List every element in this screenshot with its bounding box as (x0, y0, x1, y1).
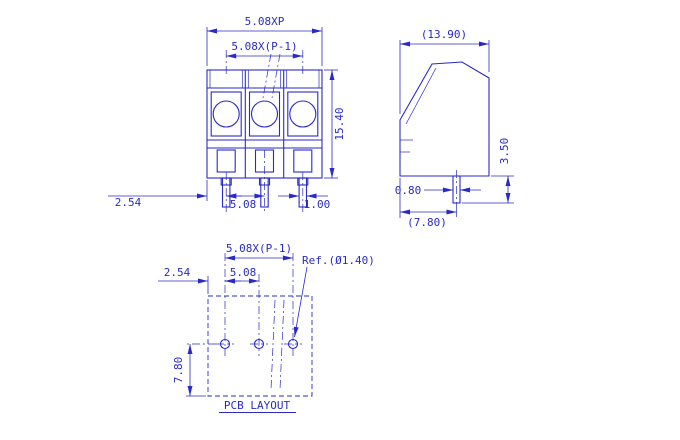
dimension-pin-length: 3.50 (462, 138, 514, 204)
dim-label-pin-pitch: 5.08 (230, 198, 257, 211)
dimension-overall-depth: (13.90) (399, 28, 490, 114)
dimension-hole-pitch-total: 5.08X(P-1) (225, 242, 293, 261)
pcb-layout-caption: PCB LAYOUT (219, 399, 296, 414)
dimension-pole-pitch: 5.08X(P-1) (225, 40, 304, 75)
dim-label-hole-pitch: 5.08 (230, 266, 257, 279)
dim-label-pole-pitch: 5.08X(P-1) (231, 40, 297, 53)
break-line (279, 299, 285, 391)
terminal-block-profile (399, 61, 490, 177)
dimension-pin-width: 1.00 (278, 193, 331, 211)
break-line (270, 299, 276, 391)
solder-pin-side (452, 170, 461, 209)
dim-label-overall-depth: (13.90) (421, 28, 467, 41)
wire-entry-pole-3 (293, 149, 313, 173)
screw-pole-2 (248, 91, 281, 137)
pcb-layout-view: 5.08X(P-1) 2.54 5.08 Ref.(Ø1.40) 7.80 P (158, 242, 375, 414)
front-view: 5.08XP 5.08X(P-1) 15.40 2.54 5.08 (108, 15, 346, 213)
screw-pole-3 (287, 91, 319, 137)
wire-entry-pole-1 (216, 149, 236, 173)
dimension-hole-pitch: 5.08 (225, 266, 259, 284)
dim-label-pin-offset: (7.80) (407, 216, 447, 229)
dimension-height: 15.40 (324, 69, 346, 179)
mounting-hole-2 (250, 274, 268, 356)
dimension-hole-to-edge: 7.80 (172, 343, 216, 397)
pcb-layout-caption-label: PCB LAYOUT (224, 399, 291, 412)
dim-label-hole-to-edge: 7.80 (172, 357, 185, 384)
dim-label-edge-to-pin: 2.54 (115, 196, 142, 209)
dimension-pin-offset: (7.80) (399, 178, 457, 229)
dimension-pin-thickness: 0.80 (395, 184, 481, 197)
mounting-hole-1 (216, 253, 234, 356)
hole-ref-label: Ref.(Ø1.40) (302, 254, 375, 267)
dim-label-pin-length: 3.50 (498, 138, 511, 165)
dim-label-height: 15.40 (333, 107, 346, 140)
dimension-total-width: 5.08XP (206, 15, 323, 66)
pcb-outline (207, 295, 313, 397)
dim-label-hole-pitch-total: 5.08X(P-1) (226, 242, 292, 255)
break-line (271, 53, 281, 99)
dim-label-pin-thickness: 0.80 (395, 184, 422, 197)
side-view: (13.90) 3.50 0.80 (7.80) (395, 28, 514, 229)
dim-label-pin-width: 1.00 (304, 198, 331, 211)
dimension-pin-pitch: 5.08 (226, 193, 265, 211)
screw-pole-1 (210, 91, 242, 137)
dim-label-edge-to-hole: 2.54 (164, 266, 191, 279)
dimension-edge-to-hole: 2.54 (158, 266, 241, 294)
dimension-edge-to-pin: 2.54 (108, 180, 242, 209)
break-line (262, 53, 272, 99)
mounting-hole-3 (284, 253, 302, 356)
hole-reference-callout: Ref.(Ø1.40) (293, 254, 375, 338)
dim-label-total-width: 5.08XP (245, 15, 285, 28)
